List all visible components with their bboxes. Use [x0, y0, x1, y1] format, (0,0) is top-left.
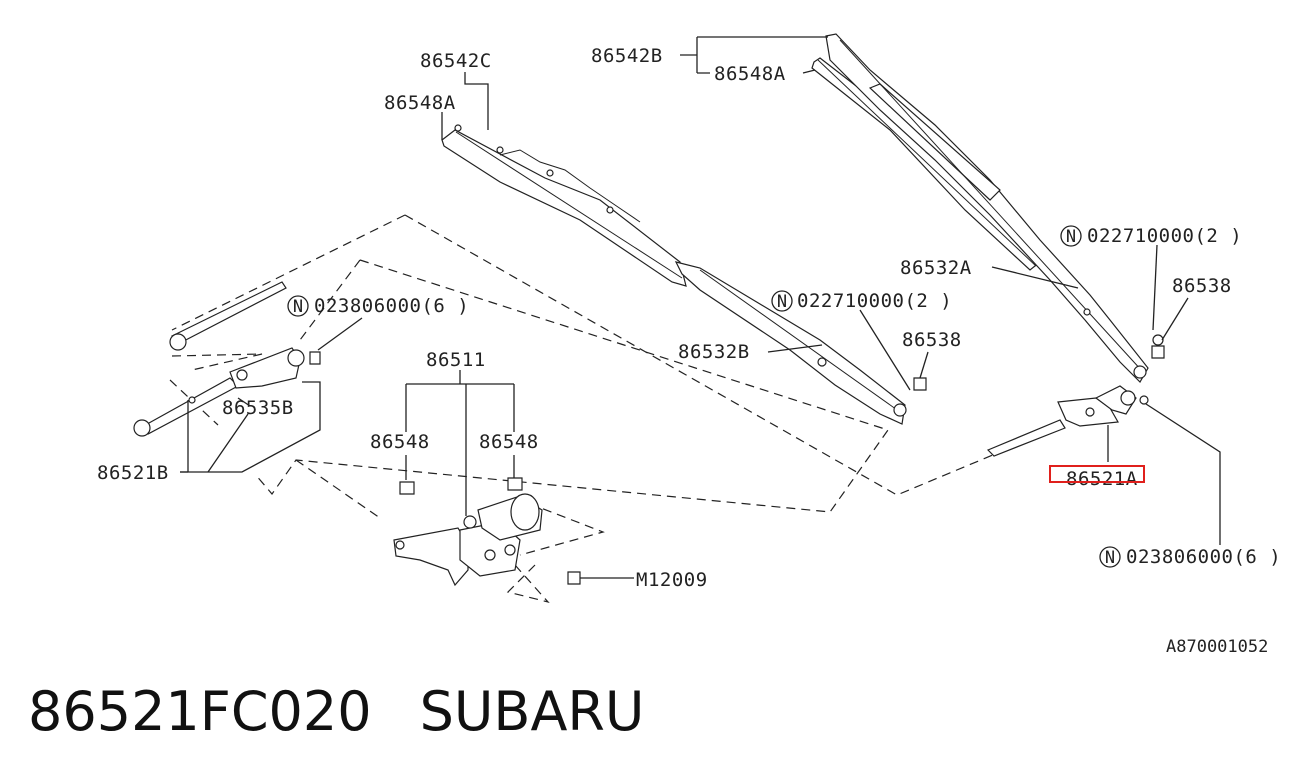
svg-text:N: N: [1066, 227, 1076, 247]
label-86548a-left[interactable]: 86548A: [384, 92, 456, 114]
label-86532b[interactable]: 86532B: [678, 341, 750, 363]
drawing-number: A870001052: [1166, 637, 1268, 657]
n-marker-right-arm: N: [1060, 225, 1082, 247]
label-86521b[interactable]: 86521B: [97, 462, 169, 484]
leader-lines: [180, 36, 1221, 579]
n-marker-left-arm: N: [771, 290, 793, 312]
label-86511[interactable]: 86511: [426, 349, 486, 371]
label-86535b[interactable]: 86535B: [222, 397, 294, 419]
n-marker-left-link: N: [287, 295, 309, 317]
label-86542b[interactable]: 86542B: [591, 45, 663, 67]
label-86548-left[interactable]: 86548: [370, 431, 430, 453]
label-m12009[interactable]: M12009: [636, 569, 708, 591]
label-86548a-right[interactable]: 86548A: [714, 63, 786, 85]
label-022710000-left[interactable]: 022710000(2 ): [797, 290, 952, 312]
label-022710000-right[interactable]: 022710000(2 ): [1087, 225, 1242, 247]
svg-text:N: N: [777, 292, 787, 312]
label-023806000-right[interactable]: 023806000(6 ): [1126, 546, 1281, 568]
label-86548-right[interactable]: 86548: [479, 431, 539, 453]
selected-part-highlight: [1049, 465, 1145, 483]
n-marker-right-link: N: [1099, 546, 1121, 568]
left-wiper-arm: [674, 261, 907, 425]
svg-text:N: N: [293, 297, 303, 317]
right-link-rod: [986, 334, 1165, 457]
left-link-assembly: [133, 281, 321, 437]
right-wiper-blade: [811, 57, 1041, 271]
label-86521a[interactable]: 86521A: [1066, 468, 1138, 490]
label-86538-right[interactable]: 86538: [1172, 275, 1232, 297]
right-wiper-arm: [825, 33, 1149, 383]
label-86542c[interactable]: 86542C: [420, 50, 492, 72]
part-caption: 86521FC020 SUBARU: [28, 680, 644, 743]
label-86532a[interactable]: 86532A: [900, 257, 972, 279]
svg-text:N: N: [1105, 548, 1115, 568]
wiper-motor: [393, 377, 927, 587]
caption-part-number: 86521FC020: [28, 680, 372, 743]
label-86538-left[interactable]: 86538: [902, 329, 962, 351]
label-023806000-left[interactable]: 023806000(6 ): [314, 295, 469, 317]
left-wiper-blade: [441, 124, 687, 287]
caption-brand: SUBARU: [419, 680, 645, 743]
